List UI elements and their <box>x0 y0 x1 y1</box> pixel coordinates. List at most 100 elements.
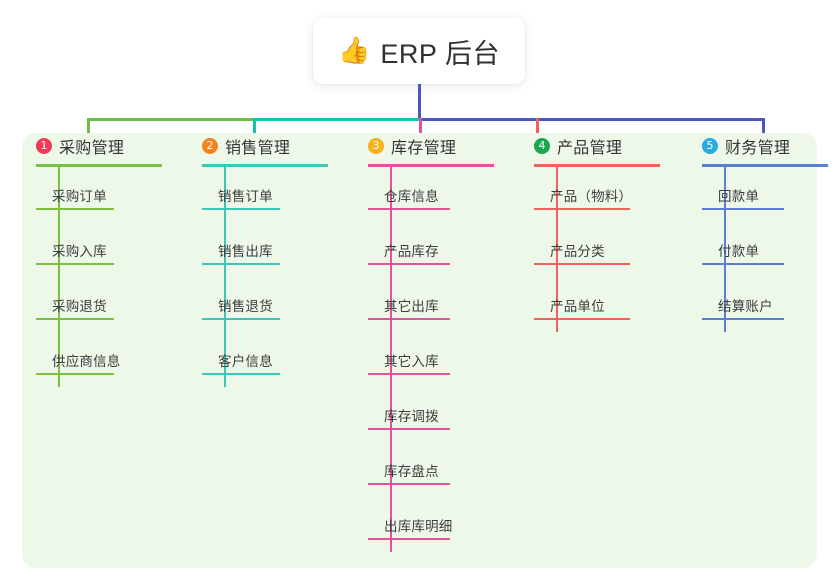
branch-item-label: 销售出库 <box>218 244 273 259</box>
branch-item-rule <box>202 318 280 320</box>
branch-header[interactable]: 5 财务管理 <box>688 133 828 159</box>
root-title: ERP 后台 <box>380 38 500 69</box>
branch-item-label: 回款单 <box>718 189 760 204</box>
branch-item[interactable]: 销售订单 <box>188 167 328 222</box>
branch-item[interactable]: 销售出库 <box>188 222 328 277</box>
branch-item[interactable]: 其它入库 <box>354 332 494 387</box>
branch-item-label: 产品（物料） <box>550 189 633 204</box>
branch-item-rule <box>368 208 450 210</box>
bus-stub <box>762 118 765 144</box>
branch-item-rule <box>702 318 784 320</box>
branch-items: 回款单付款单结算账户 <box>688 167 828 332</box>
branch-item-rule <box>368 483 450 485</box>
branch-number-badge: 4 <box>534 138 550 154</box>
branch-item-rule <box>202 373 280 375</box>
branch-spine <box>724 167 726 332</box>
branch-item[interactable]: 客户信息 <box>188 332 328 387</box>
branch-item-label: 客户信息 <box>218 354 273 369</box>
branch-item[interactable]: 仓库信息 <box>354 167 494 222</box>
branch-item[interactable]: 产品（物料） <box>520 167 660 222</box>
branch-item-label: 结算账户 <box>718 299 773 314</box>
branch-spine <box>556 167 558 332</box>
branch-item[interactable]: 供应商信息 <box>22 332 162 387</box>
branch-title: 采购管理 <box>59 140 125 157</box>
bus-segment <box>253 118 419 121</box>
branch-items: 仓库信息产品库存其它出库其它入库库存调拨库存盘点出库库明细 <box>354 167 494 552</box>
branch-title: 销售管理 <box>225 140 291 157</box>
branch-item-label: 其它入库 <box>384 354 439 369</box>
branch-item-rule <box>534 318 630 320</box>
branch-item[interactable]: 库存调拨 <box>354 387 494 442</box>
branch-item[interactable]: 产品库存 <box>354 222 494 277</box>
branch-item-rule <box>368 373 450 375</box>
bus-stub <box>419 118 422 144</box>
bus-stub <box>87 118 90 144</box>
branch-column-3: 3 库存管理仓库信息产品库存其它出库其它入库库存调拨库存盘点出库库明细 <box>354 133 494 552</box>
branch-items: 销售订单销售出库销售退货客户信息 <box>188 167 328 387</box>
branch-item-label: 库存调拨 <box>384 409 439 424</box>
branch-item-rule <box>36 318 114 320</box>
root-connector-line <box>418 84 421 120</box>
branch-item[interactable]: 采购订单 <box>22 167 162 222</box>
branch-item[interactable]: 产品分类 <box>520 222 660 277</box>
branch-item-rule <box>534 208 630 210</box>
bus-stub <box>253 118 256 144</box>
branch-item-label: 产品单位 <box>550 299 605 314</box>
branch-item-label: 销售退货 <box>218 299 273 314</box>
branch-item-label: 采购订单 <box>52 189 107 204</box>
branch-item[interactable]: 其它出库 <box>354 277 494 332</box>
branch-item-label: 仓库信息 <box>384 189 439 204</box>
branch-item-label: 产品分类 <box>550 244 605 259</box>
branch-item-rule <box>368 428 450 430</box>
branch-title: 库存管理 <box>391 140 457 157</box>
branch-item-label: 供应商信息 <box>52 354 121 369</box>
branch-item-label: 采购入库 <box>52 244 107 259</box>
branch-item[interactable]: 结算账户 <box>688 277 828 332</box>
bus-stub <box>536 118 539 144</box>
branch-item[interactable]: 回款单 <box>688 167 828 222</box>
branch-items: 采购订单采购入库采购退货供应商信息 <box>22 167 162 387</box>
branch-header-rule <box>368 164 494 167</box>
branch-item[interactable]: 产品单位 <box>520 277 660 332</box>
branch-header[interactable]: 2 销售管理 <box>188 133 328 159</box>
root-node[interactable]: 👍 ERP 后台 <box>313 18 525 84</box>
branch-header[interactable]: 1 采购管理 <box>22 133 162 159</box>
branch-item[interactable]: 采购退货 <box>22 277 162 332</box>
bus-segment <box>419 118 765 121</box>
branch-item-rule <box>368 263 450 265</box>
branch-item-rule <box>36 373 114 375</box>
branch-item-rule <box>202 208 280 210</box>
branch-item-label: 付款单 <box>718 244 760 259</box>
branch-item[interactable]: 库存盘点 <box>354 442 494 497</box>
branch-item-rule <box>534 263 630 265</box>
branch-header[interactable]: 4 产品管理 <box>520 133 660 159</box>
branch-number-badge: 3 <box>368 138 384 154</box>
branch-item[interactable]: 销售退货 <box>188 277 328 332</box>
branch-item-label: 库存盘点 <box>384 464 439 479</box>
branch-header-rule <box>202 164 328 167</box>
branch-item[interactable]: 出库库明细 <box>354 497 494 552</box>
branch-item-rule <box>702 263 784 265</box>
branch-title: 产品管理 <box>557 140 623 157</box>
diagram-card: 1 采购管理采购订单采购入库采购退货供应商信息 2 销售管理销售订单销售出库销售退货客… <box>22 133 828 568</box>
branch-column-2: 2 销售管理销售订单销售出库销售退货客户信息 <box>188 133 328 387</box>
branch-column-1: 1 采购管理采购订单采购入库采购退货供应商信息 <box>22 133 162 387</box>
branch-item[interactable]: 采购入库 <box>22 222 162 277</box>
branch-header-rule <box>534 164 660 167</box>
branch-item-rule <box>36 208 114 210</box>
branch-item-rule <box>368 538 450 540</box>
branch-item-label: 其它出库 <box>384 299 439 314</box>
bus-segment <box>87 118 253 121</box>
branch-item-label: 销售订单 <box>218 189 273 204</box>
branch-title: 财务管理 <box>725 140 791 157</box>
branch-item-rule <box>36 263 114 265</box>
branch-header-rule <box>36 164 162 167</box>
branch-number-badge: 2 <box>202 138 218 154</box>
branch-item[interactable]: 付款单 <box>688 222 828 277</box>
branch-number-badge: 5 <box>702 138 718 154</box>
branch-number-badge: 1 <box>36 138 52 154</box>
branch-column-4: 4 产品管理产品（物料） 产品分类产品单位 <box>520 133 660 332</box>
branch-item-rule <box>368 318 450 320</box>
branch-header[interactable]: 3 库存管理 <box>354 133 494 159</box>
thumbs-up-icon: 👍 <box>338 36 371 66</box>
